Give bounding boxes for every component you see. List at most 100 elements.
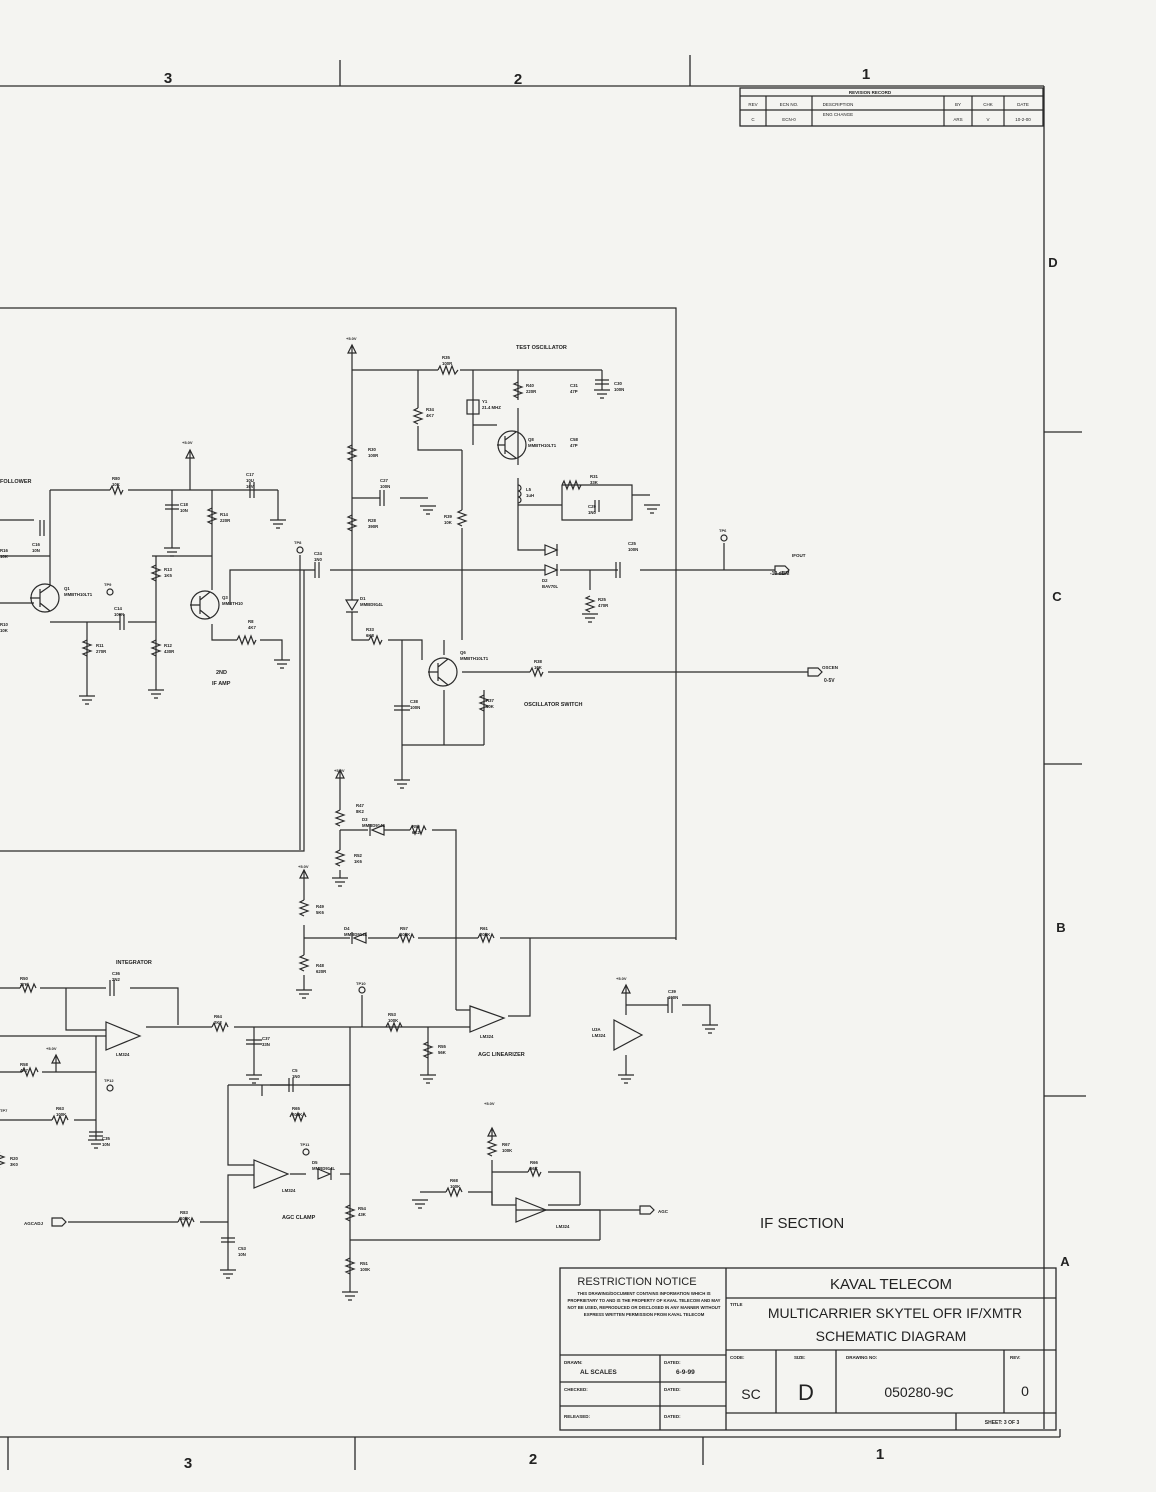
component-label-line: U3A [592,1027,601,1032]
resistor-r56 [409,824,427,836]
component-label-line: 1K5 [164,573,172,578]
component-label-line: MMBD914L [362,823,386,828]
label-follower: FOLLOWER [0,479,31,485]
resistor-r31 [561,479,582,491]
company-name: KAVAL TELECOM [830,1276,952,1293]
component-label-line: 2N2 [112,977,120,982]
component-label-line: MMBTH10LT1 [528,443,557,448]
component-label-line: 4K7 [20,1068,28,1073]
rev-hdr-ecn: ECN NO. [780,102,799,107]
label-ifout: IFOUT [792,553,806,558]
revision-record: REVISION RECORD REV ECN NO. DESCRIPTION … [739,87,1044,127]
component-label-line: C35 [102,1136,110,1141]
component-label-line: L5 [526,487,532,492]
component-label-line: R30 [368,447,376,452]
zone-bottom-1: 1 [876,1446,884,1463]
resistor-r20 [0,1152,6,1168]
component-label-line: R57 [400,926,408,931]
component-label-line: R52 [354,853,362,858]
component-label-line: 1N0 [292,1074,300,1079]
component-label-line: R33 [366,627,374,632]
component-label-line: C37 [262,1036,270,1041]
supply-arrow [185,448,195,459]
resistor-r80 [109,484,124,496]
if-amp-line2: IF AMP [212,681,231,687]
rev-value: 0 [1021,1383,1029,1399]
component-label-line: 100K [400,932,411,937]
size-value: D [798,1380,814,1405]
component-label-line: 10K [0,628,9,633]
rail-label: +5.0V [298,864,309,869]
component-label-line: 220R [220,518,231,523]
diode-d1 [344,599,360,613]
component-label-line: R61 [480,926,488,931]
component-label-line: 10K [534,665,543,670]
component-label-line: 1N0 [588,510,596,515]
component-label-line: R68 [450,1178,458,1183]
component-label-line: 21.4 MHZ [482,405,501,410]
rev-label: REV: [1010,1355,1021,1360]
zone-bottom-3: 3 [184,1455,192,1472]
resistor-r25 [584,595,596,613]
resistor-r63 [51,1114,69,1126]
title-prefix: TITLE [730,1302,743,1307]
drawing-no-value: 050280-9C [884,1384,953,1400]
rail-labels: +5.0V +5.0V +5.0V +5.0V +5.0V +5.0V +5.0… [46,336,627,1106]
diode-d3 [369,824,385,836]
size-label: SIZE: [794,1355,806,1360]
component-label-u_out: LM324 [556,1224,570,1229]
component-label-line: 33N [262,1042,270,1047]
component-label-line: R35 [442,355,450,360]
component-label-line: R14 [220,512,228,517]
component-label-line: C18 [180,502,188,507]
component-label-line: R83 [180,1210,188,1215]
dated-label: DATED: [664,1360,681,1365]
component-label-line: C16 [32,542,40,547]
tp-label: TP9 [104,582,112,587]
component-label-line: MMBD914L [312,1166,336,1171]
testpoint-labels: TP8 TP9 TP6 TP10 TP12 TP11 TP7 [0,528,727,1147]
opamp-output [515,1197,548,1223]
component-label-line: 56K [438,1050,447,1055]
drawing-no-label: DRAWING NO: [846,1355,878,1360]
component-label-line: 100K [292,1112,303,1117]
rev-hdr-chk: CHK [983,102,993,107]
restriction-text-box: THIS DRAWING/DOCUMENT CONTAINS INFORMATI… [567,1291,720,1317]
component-label-line: 56K [530,1166,539,1171]
supply-arrow [347,343,357,354]
component-label-line: LM324 [592,1033,606,1038]
rev-row-date: 10-2-00 [1015,117,1031,122]
rail-label: +5.0V [334,768,345,773]
component-label-line: R28 [368,518,376,523]
component-label-line: 10N [238,1252,246,1257]
zone-top-1: 1 [862,66,870,83]
component-label-line: 10K [0,554,9,559]
component-label-line: 470R [598,603,609,608]
component-label-line: 100K [180,1216,191,1221]
supply-arrow [51,1053,61,1064]
component-label-line: 100K [360,1267,371,1272]
component-label-line: 100N [668,995,678,1000]
component-label-u_clamp: LM324 [282,1188,296,1193]
